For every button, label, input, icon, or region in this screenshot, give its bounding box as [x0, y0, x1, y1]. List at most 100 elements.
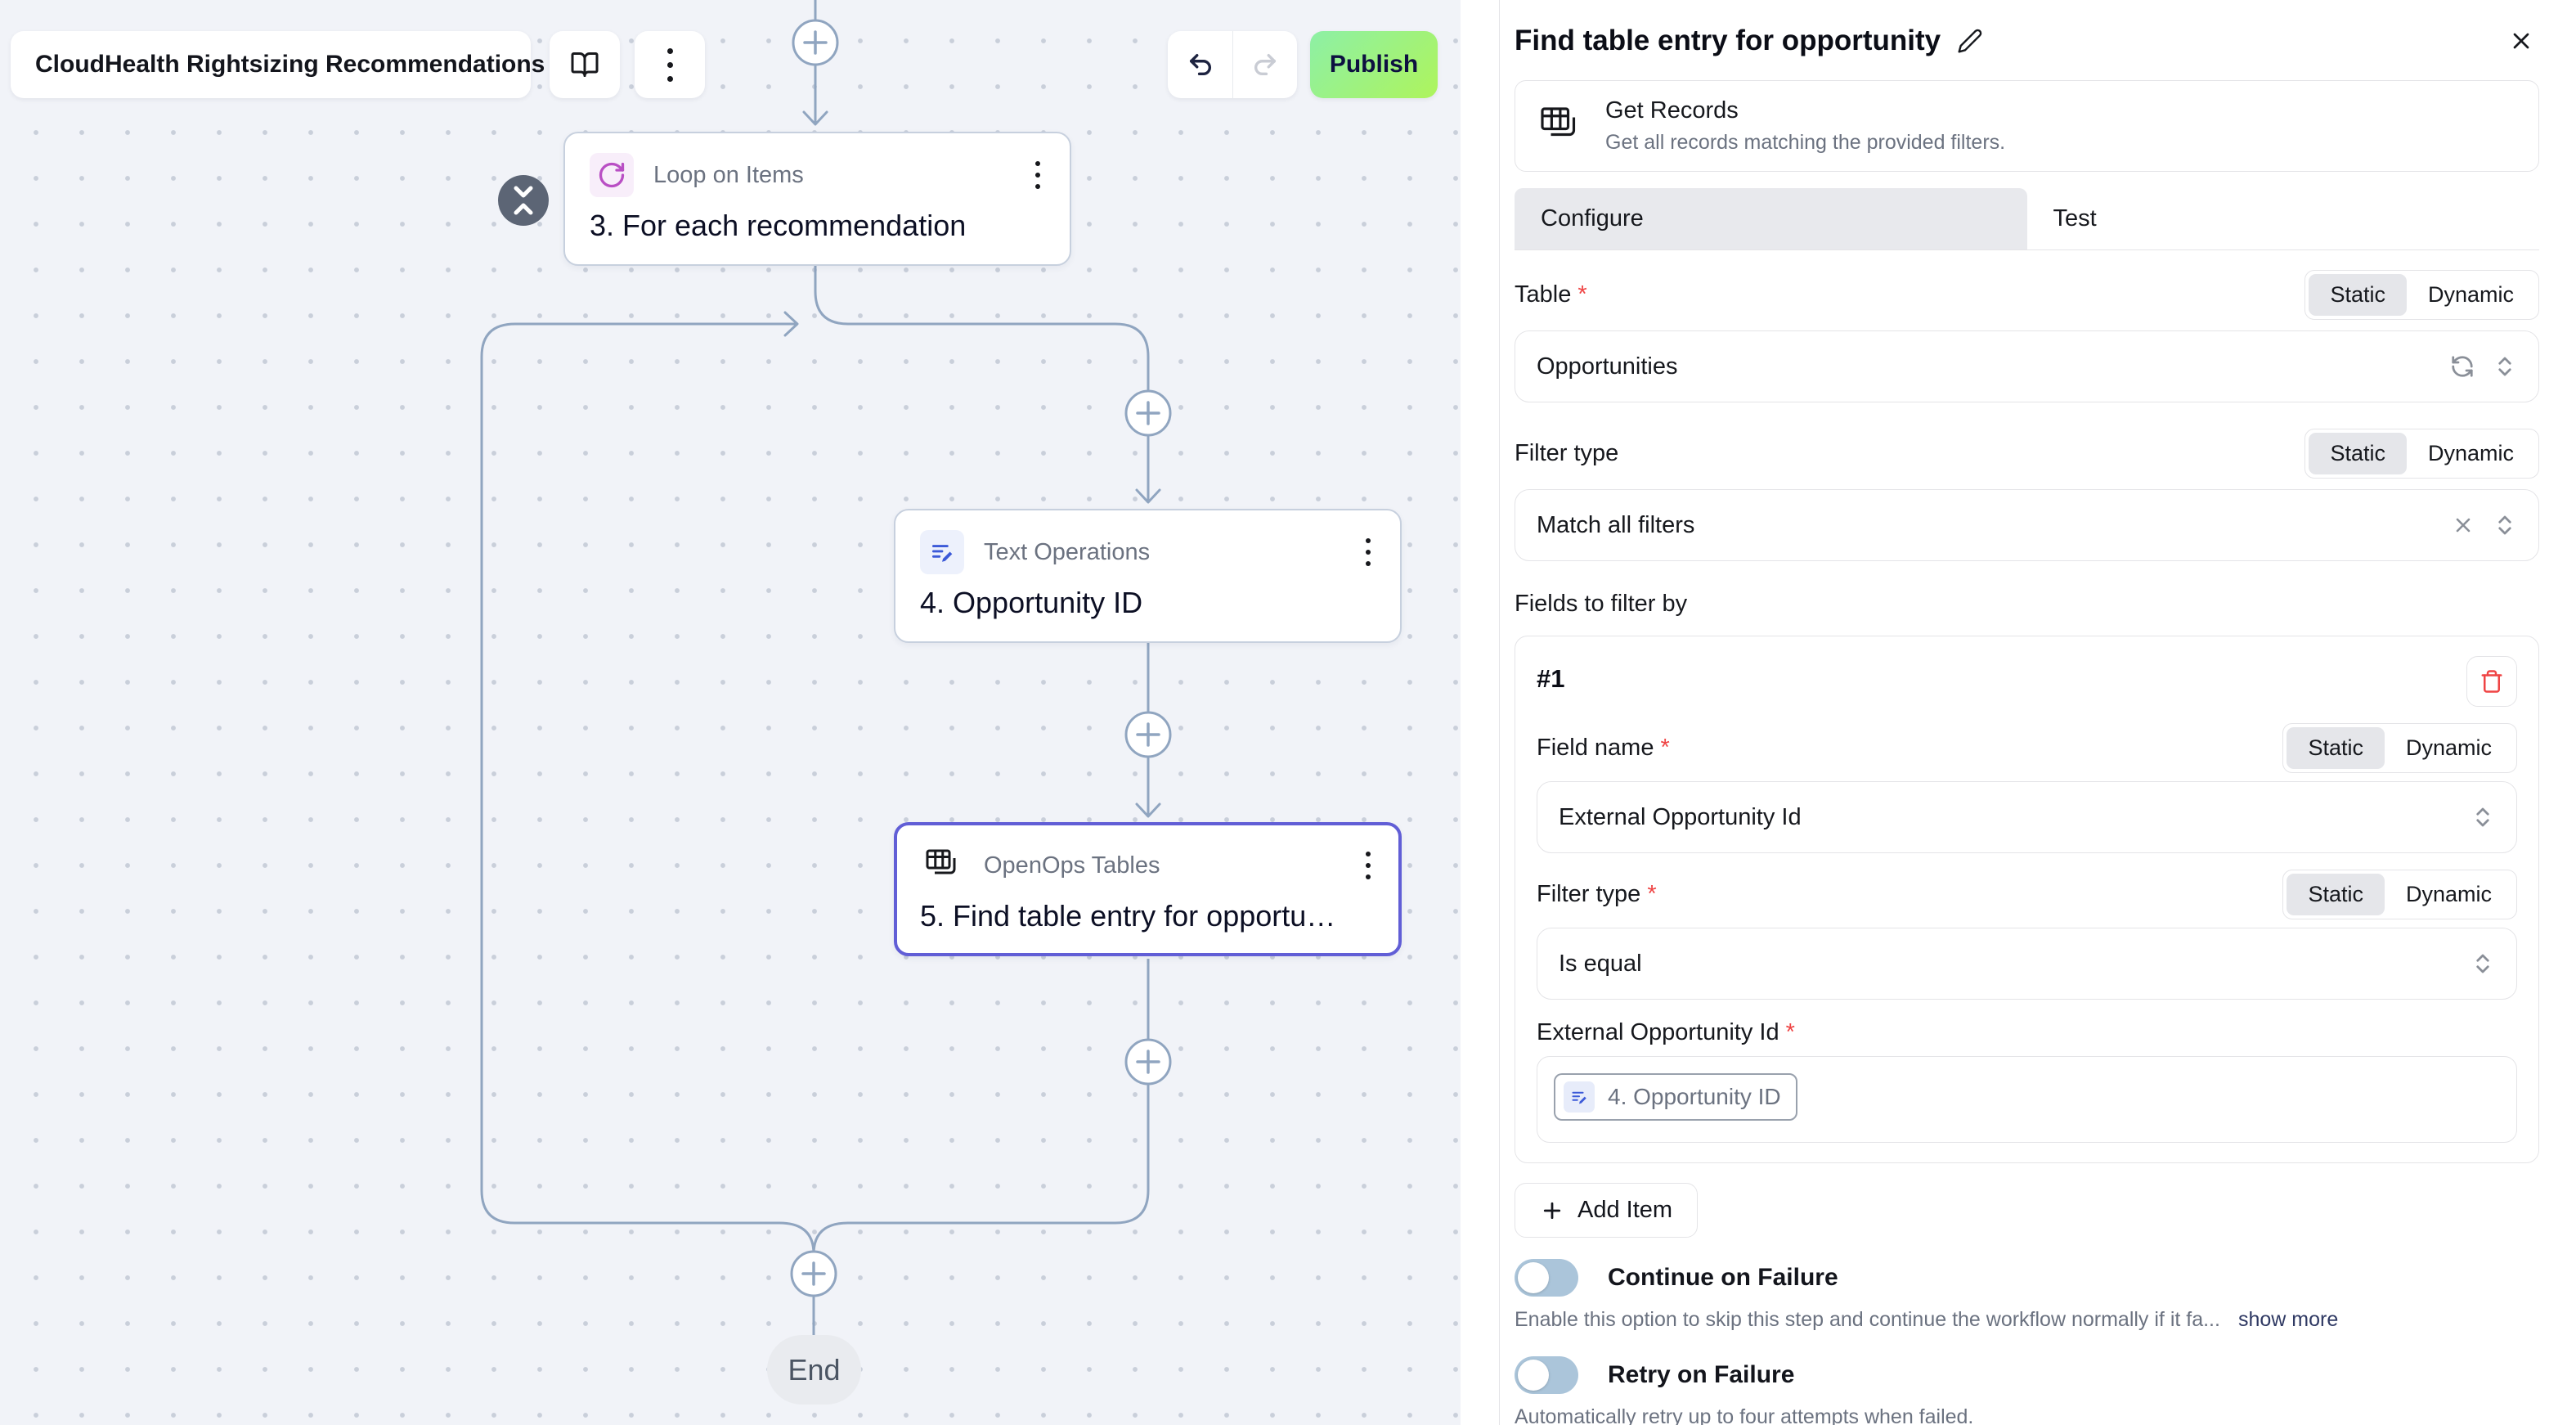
field-name-value: External Opportunity Id — [1559, 803, 1802, 830]
node-openops-tables[interactable]: OpenOps Tables 5. Find table entry for o… — [894, 822, 1402, 956]
node-menu-button[interactable] — [1030, 156, 1045, 194]
chevrons-up-down-icon — [2476, 807, 2489, 827]
node-title: 4. Opportunity ID — [920, 586, 1143, 619]
add-item-label: Add Item — [1577, 1197, 1673, 1223]
node-menu-button[interactable] — [1361, 533, 1376, 571]
add-step-button[interactable] — [792, 19, 839, 66]
retry-on-failure-row: Retry on Failure — [1515, 1356, 2539, 1394]
static-option[interactable]: Static — [2309, 432, 2407, 474]
table-label: Table* — [1515, 281, 1587, 308]
undo-button[interactable] — [1168, 31, 1232, 98]
tab-test[interactable]: Test — [2053, 205, 2097, 232]
retry-on-failure-label: Retry on Failure — [1608, 1361, 1795, 1388]
retry-on-failure-helper: Automatically retry up to four attempts … — [1515, 1405, 1974, 1425]
item-filter-type-static-dynamic-toggle: Static Dynamic — [2282, 870, 2517, 919]
chevrons-up-down-icon — [2476, 954, 2489, 973]
filter-item-card: #1 Field name* Static Dynamic External O… — [1515, 636, 2539, 1163]
filter-type-label: Filter type — [1515, 439, 1619, 466]
field-name-label: Field name* — [1537, 735, 1670, 761]
add-item-button[interactable]: Add Item — [1515, 1183, 1699, 1238]
publish-label: Publish — [1329, 51, 1419, 78]
required-marker: * — [1785, 1019, 1795, 1045]
continue-on-failure-toggle[interactable] — [1515, 1259, 1578, 1297]
end-node: End — [767, 1335, 861, 1405]
rename-step-button[interactable] — [1957, 28, 1983, 54]
docs-button[interactable] — [550, 31, 620, 98]
pencil-icon — [1958, 29, 1982, 53]
static-option[interactable]: Static — [2287, 874, 2385, 915]
chevrons-up-down-icon — [2498, 515, 2511, 535]
toggle-knob — [1518, 1360, 1549, 1391]
toggle-knob — [1518, 1262, 1549, 1293]
retry-on-failure-toggle[interactable] — [1515, 1356, 1578, 1394]
node-app-name: OpenOps Tables — [984, 852, 1160, 879]
continue-on-failure-helper: Enable this option to skip this step and… — [1515, 1308, 2220, 1331]
close-icon — [2513, 33, 2529, 49]
dynamic-option[interactable]: Dynamic — [2427, 281, 2514, 307]
loop-icon — [590, 153, 634, 197]
filter-item-header: #1 — [1537, 656, 2517, 707]
refresh-icon[interactable] — [2450, 354, 2475, 379]
variable-chip[interactable]: 4. Opportunity ID — [1554, 1073, 1797, 1121]
node-menu-button[interactable] — [1361, 847, 1376, 884]
history-controls — [1168, 31, 1297, 98]
workflow-name: CloudHealth Rightsizing Recommendations — [35, 51, 545, 78]
external-opportunity-id-input[interactable]: 4. Opportunity ID — [1537, 1056, 2517, 1143]
add-step-button[interactable] — [1124, 1038, 1172, 1086]
collapse-icon — [514, 186, 533, 215]
publish-button[interactable]: Publish — [1310, 31, 1438, 98]
tables-icon — [1541, 107, 1576, 137]
panel-resize-gutter[interactable] — [1461, 0, 1499, 1425]
add-step-button[interactable] — [1124, 711, 1172, 758]
item-filter-type-row: Filter type* Static Dynamic — [1537, 870, 2517, 919]
kebab-icon — [666, 47, 673, 82]
close-panel-button[interactable] — [2503, 23, 2539, 59]
static-option[interactable]: Static — [2287, 727, 2385, 769]
arrowhead-tables — [1135, 802, 1161, 818]
filter-type-select[interactable]: Match all filters — [1515, 489, 2539, 561]
workflow-canvas[interactable]: CloudHealth Rightsizing Recommendations — [0, 0, 1461, 1425]
workflow-name-dropdown[interactable]: CloudHealth Rightsizing Recommendations — [11, 31, 545, 98]
clear-icon[interactable] — [2452, 514, 2475, 537]
text-operations-icon — [920, 530, 964, 574]
add-step-button[interactable] — [790, 1250, 837, 1297]
item-filter-type-label: Filter type* — [1537, 881, 1657, 907]
filter-item-index: #1 — [1537, 664, 1565, 693]
show-more-link[interactable]: show more — [2237, 1308, 2339, 1331]
external-opportunity-id-label: External Opportunity Id* — [1537, 1019, 1795, 1045]
panel-header: Find table entry for opportunity — [1515, 23, 2539, 59]
dynamic-option[interactable]: Dynamic — [2405, 882, 2492, 906]
loop-collapse-button[interactable] — [498, 175, 549, 226]
node-title: 5. Find table entry for opportu… — [920, 899, 1336, 933]
table-field-row: Table* Static Dynamic — [1515, 268, 2539, 321]
edge-loop-branch — [814, 266, 1150, 391]
workflow-menu-button[interactable] — [635, 31, 705, 98]
panel-tabs: Configure Test — [1515, 188, 2539, 250]
redo-button[interactable] — [1232, 31, 1297, 98]
node-text-operations[interactable]: Text Operations 4. Opportunity ID — [894, 509, 1402, 643]
field-name-select[interactable]: External Opportunity Id — [1537, 781, 2517, 853]
delete-filter-item-button[interactable] — [2466, 656, 2517, 707]
node-app-name: Loop on Items — [653, 161, 804, 188]
filter-type-field-row: Filter type Static Dynamic — [1515, 427, 2539, 479]
item-filter-type-select[interactable]: Is equal — [1537, 928, 2517, 1000]
add-step-button[interactable] — [1124, 389, 1172, 437]
action-summary-card: Get Records Get all records matching the… — [1515, 80, 2539, 172]
arrowhead-loop — [802, 110, 828, 126]
tab-configure[interactable]: Configure — [1515, 188, 2027, 249]
node-loop-on-items[interactable]: Loop on Items 3. For each recommendation — [563, 132, 1071, 266]
filter-type-static-dynamic-toggle: Static Dynamic — [2304, 428, 2539, 479]
fields-to-filter-by-label: Fields to filter by — [1515, 591, 1688, 617]
action-description: Get all records matching the provided fi… — [1605, 131, 2006, 154]
table-select[interactable]: Opportunities — [1515, 330, 2539, 402]
dynamic-option[interactable]: Dynamic — [2427, 440, 2514, 465]
item-filter-type-value: Is equal — [1559, 950, 1642, 977]
workflow-edges — [480, 0, 1172, 1335]
external-opportunity-id-row: External Opportunity Id* — [1537, 1019, 2517, 1046]
static-option[interactable]: Static — [2309, 273, 2407, 316]
continue-on-failure-helper-row: Enable this option to skip this step and… — [1515, 1308, 2539, 1332]
continue-on-failure-row: Continue on Failure — [1515, 1259, 2539, 1297]
table-static-dynamic-toggle: Static Dynamic — [2304, 269, 2539, 320]
dynamic-option[interactable]: Dynamic — [2405, 735, 2492, 760]
